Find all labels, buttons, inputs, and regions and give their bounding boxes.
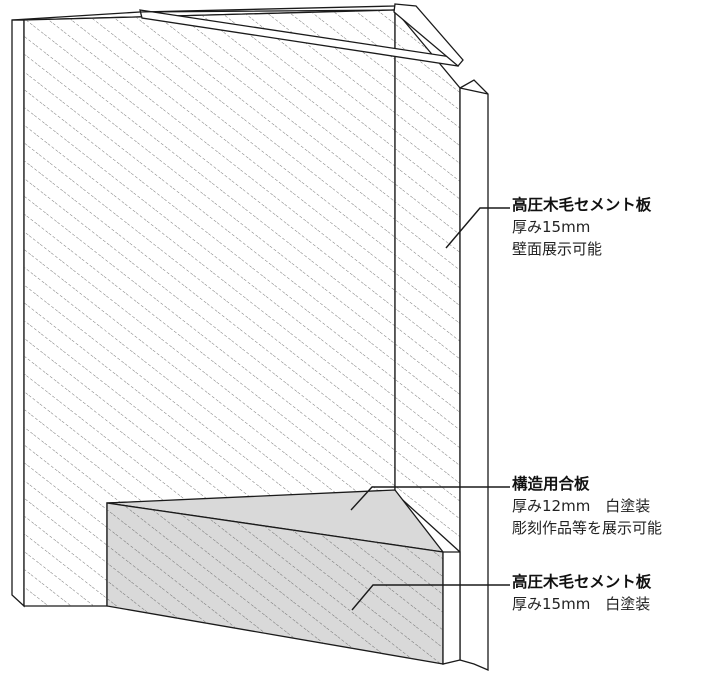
leader-line-wall: [445, 207, 510, 249]
left-wall-edge: [11, 19, 25, 608]
top-frame: [139, 3, 464, 67]
callout-line: 厚み15mm 白塗装: [512, 595, 651, 613]
right-wall-top-line: [459, 87, 489, 95]
callout-line: 厚み15mm: [512, 218, 591, 236]
callout-title: 高圧木毛セメント板: [512, 573, 652, 591]
callout-line: 壁面展示可能: [512, 240, 603, 258]
callout-line: 彫刻作品等を展示可能: [512, 519, 663, 537]
callout-wall-panel: 高圧木毛セメント板 厚み15mm 壁面展示可能: [512, 194, 651, 260]
right-wall-edge: [459, 79, 489, 671]
leader-lines: [350, 207, 510, 611]
plinth-right-edge: [442, 551, 461, 665]
leader-line-plywood: [350, 486, 510, 511]
callout-plywood: 構造用合板 厚み12mm 白塗装 彫刻作品等を展示可能: [512, 473, 662, 539]
top-brace-right: [393, 3, 464, 67]
callout-line: 厚み12mm 白塗装: [512, 497, 651, 515]
leader-line-plinth: [351, 584, 510, 611]
top-brace-back: [139, 5, 396, 13]
callout-title: 構造用合板: [512, 475, 590, 493]
callout-plinth: 高圧木毛セメント板 厚み15mm 白塗装: [512, 571, 651, 615]
callout-title: 高圧木毛セメント板: [512, 196, 652, 214]
